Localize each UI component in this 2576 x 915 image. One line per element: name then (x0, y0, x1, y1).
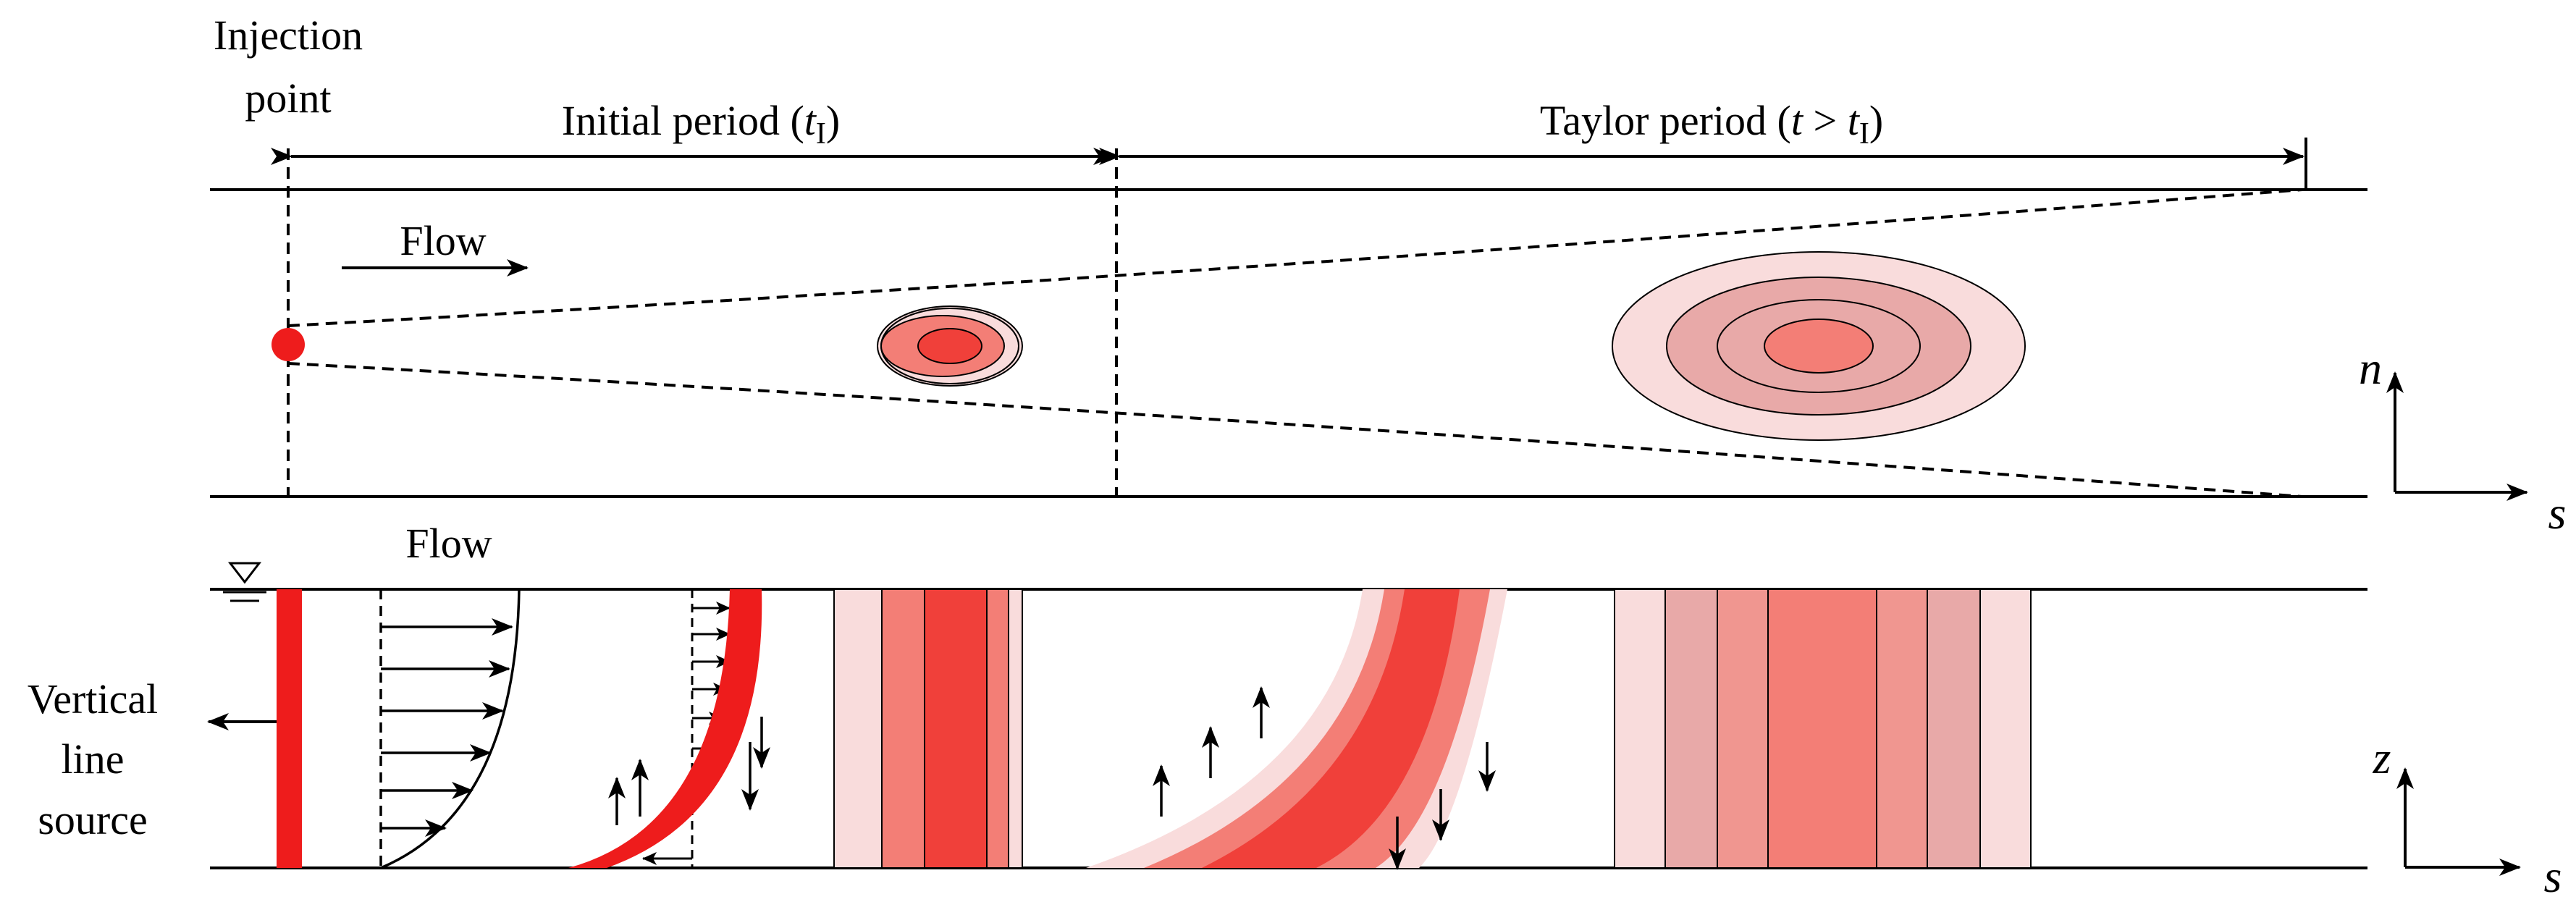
flow-label-top: Flow (400, 217, 486, 264)
bottom-panel (207, 562, 2521, 876)
axis-top (2386, 371, 2528, 501)
vertical-line-source-label-line1: Vertical (28, 675, 158, 722)
axis-bottom-s-label: s (2544, 851, 2562, 902)
injection-point-label-line1: Injection (214, 12, 363, 59)
transition-plume-side (1086, 589, 1507, 870)
initial-period-label: Initial period (tI) (562, 97, 840, 151)
velocity-profile (379, 589, 521, 869)
taylor-plume-plan (1612, 251, 2026, 441)
vertical-line-source-label-line3: source (38, 796, 147, 843)
flow-label-bottom: Flow (405, 520, 492, 567)
axis-top-s-label: s (2548, 487, 2567, 539)
axis-top-n-label: n (2359, 342, 2382, 394)
taylor-plume-side (1614, 589, 2032, 869)
sheared-source (568, 589, 770, 868)
top-panel (210, 138, 2528, 501)
injection-point-dot (272, 328, 305, 361)
taylor-period-label: Taylor period (t > tI) (1540, 97, 1883, 151)
initial-plume-side (833, 589, 1023, 869)
axis-bottom-z-label: z (2373, 732, 2391, 783)
initial-plume-plan (877, 305, 1023, 387)
water-surface-symbol (223, 562, 266, 602)
vertical-line-source (277, 589, 302, 868)
injection-point-label-line2: point (245, 75, 331, 122)
axis-bottom (2396, 767, 2521, 876)
vertical-line-source-label-line2: line (62, 735, 125, 783)
